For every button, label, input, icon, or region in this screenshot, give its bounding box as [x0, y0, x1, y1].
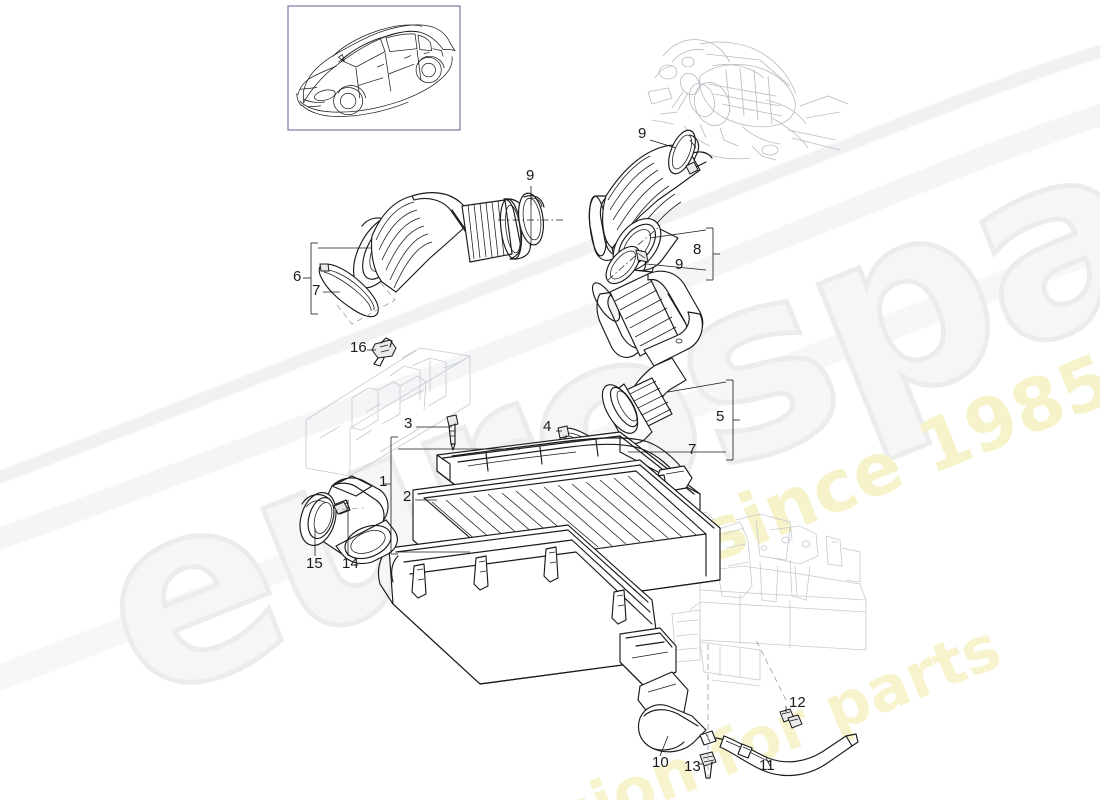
part-11-vacuum-hose — [719, 733, 859, 777]
housing-clips — [411, 546, 627, 625]
part-1-air-cleaner-lower-housing — [377, 524, 689, 719]
corrugations-part5-upper — [614, 280, 677, 347]
callout-4: 4 — [543, 418, 552, 435]
part-10-resonator — [637, 704, 727, 753]
callout-1: 1 — [379, 473, 388, 490]
corrugations-part5-lower — [625, 380, 672, 425]
part-9-clamp-ring-center — [498, 192, 566, 246]
callout-9-top: 9 — [638, 125, 647, 142]
part-6-upper-air-duct — [318, 192, 531, 325]
callout-14: 14 — [342, 555, 359, 572]
chassis-structure-ghost — [671, 511, 867, 687]
part-15-seal-ring — [299, 492, 365, 546]
callout-10: 10 — [652, 754, 669, 771]
callout-15: 15 — [306, 555, 323, 572]
callout-9-center: 9 — [526, 167, 535, 184]
engine-bay-ghost — [647, 39, 849, 161]
bellows-ribs-upper — [375, 201, 433, 289]
corrugations-upper — [467, 200, 505, 260]
callout-11: 11 — [759, 757, 775, 774]
part-14-intake-duct — [315, 475, 398, 565]
leader-lines — [303, 139, 787, 780]
callout-7-lower: 7 — [688, 441, 697, 458]
callout-16: 16 — [350, 339, 367, 356]
part-3-screw — [446, 414, 459, 451]
part-9-clamp-ring-lower — [605, 245, 649, 285]
callout-8: 8 — [693, 241, 702, 258]
vehicle-inset — [287, 5, 461, 131]
callout-7-upper: 7 — [312, 282, 321, 299]
callout-9-lower: 9 — [675, 256, 684, 273]
callout-13: 13 — [684, 758, 701, 775]
panamera-outline — [296, 24, 456, 117]
part-16-sensor-clip — [371, 337, 397, 367]
part-12-retaining-clip — [779, 708, 803, 729]
callout-3: 3 — [404, 415, 413, 432]
part-9-clamp-ring-top — [668, 129, 700, 175]
callout-12: 12 — [789, 694, 806, 711]
callout-2: 2 — [403, 488, 412, 505]
callout-6: 6 — [293, 268, 302, 285]
callout-5: 5 — [716, 408, 725, 425]
front-structure-ghost — [305, 347, 471, 477]
